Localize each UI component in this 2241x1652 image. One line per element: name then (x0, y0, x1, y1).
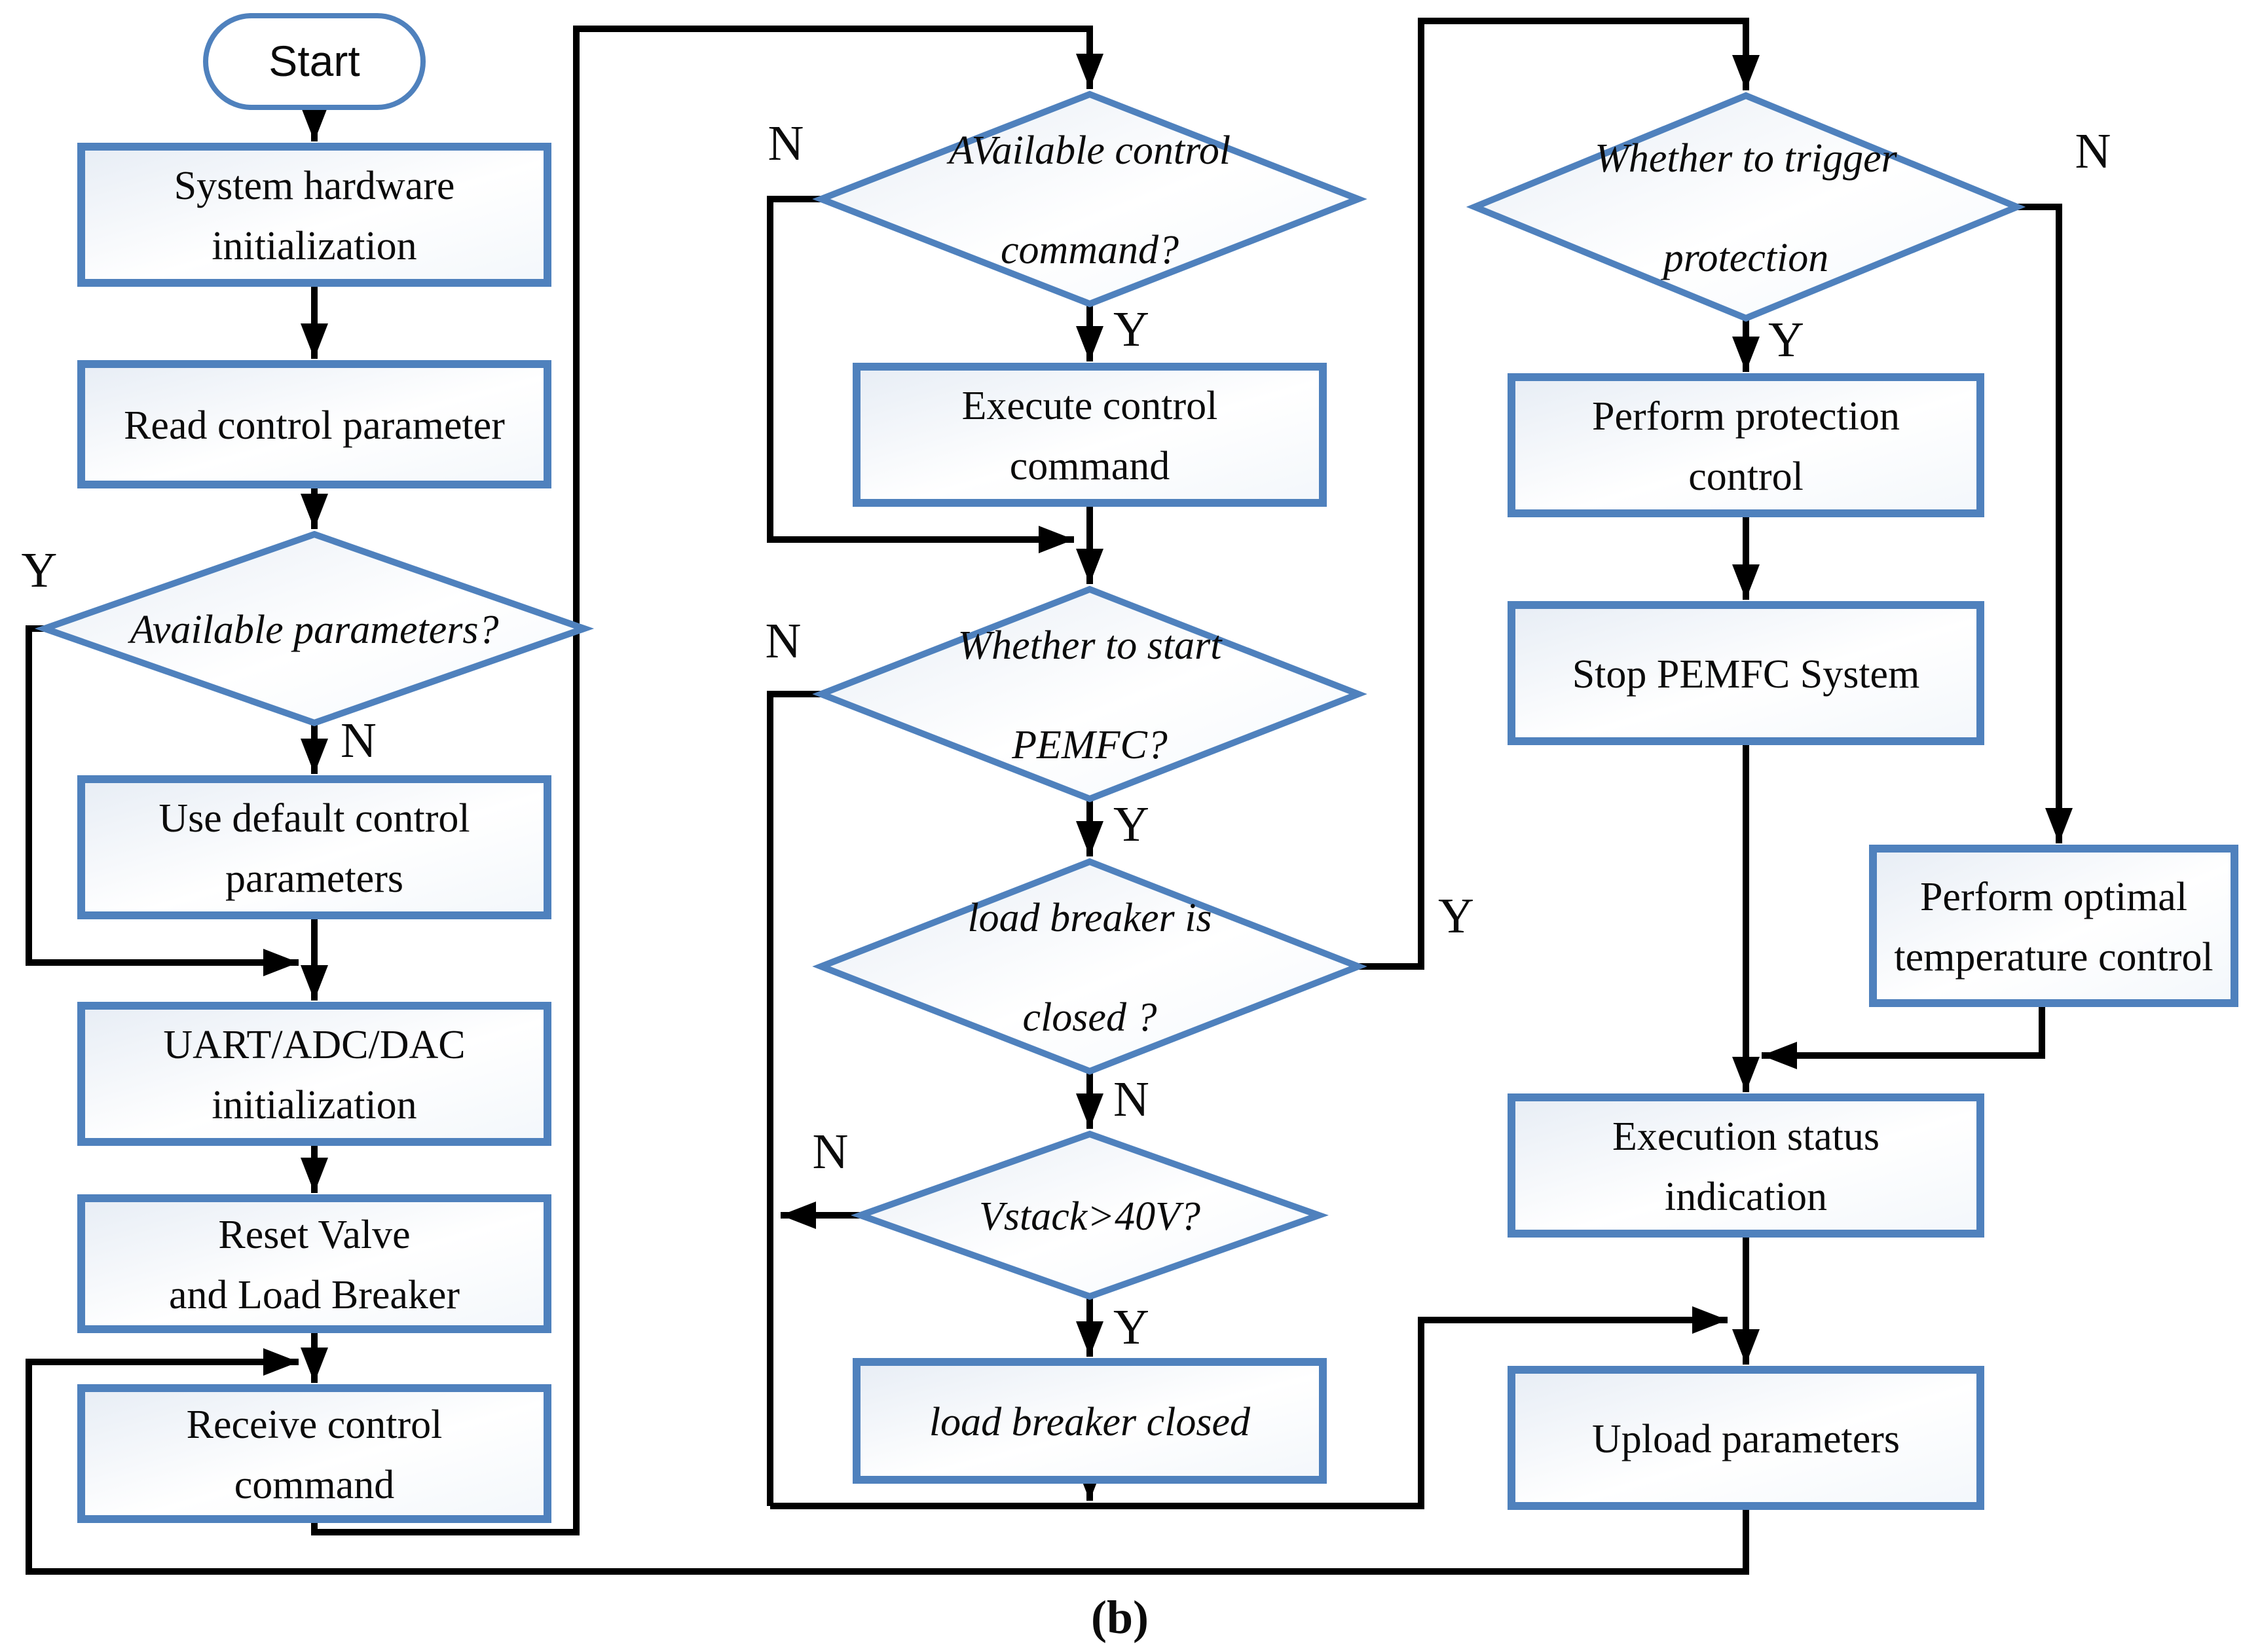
arrowhead-receive-to-availcmd (1076, 54, 1103, 89)
node-use-default-parameters (77, 775, 551, 919)
node-label-load-breaker-closed: load breaker closed (929, 1400, 1251, 1444)
node-vstack-gt-40v (851, 1130, 1329, 1300)
node-system-hw-init (77, 143, 551, 287)
branch-label-load-breaker-is-closed-y: Y (1438, 889, 1474, 944)
arrowhead-uart-to-resetvalve (301, 1158, 328, 1193)
arrowhead-optimal-to-mergeline (1762, 1042, 1797, 1069)
arrowhead-vstack-n-to-loop (781, 1202, 816, 1229)
node-upload-parameters (1508, 1366, 1984, 1510)
node-receive-control-command (77, 1384, 551, 1523)
arrowhead-breakerq-y-to-trigger (1732, 55, 1760, 90)
branch-label-whether-to-start-pemfc-n: N (766, 614, 802, 669)
node-label-upload-parameters: Upload parameters (1592, 1417, 1900, 1461)
node-label-available-parameters: Available parameters? (127, 608, 498, 652)
arrowhead-execute-to-whetherstart (1076, 549, 1103, 584)
arrowhead-availparams-y-loop (263, 949, 299, 976)
arrowhead-vstack-y-to-breakerclosed (1076, 1321, 1103, 1357)
figure-caption: (b) (1091, 1591, 1149, 1643)
branch-label-load-breaker-is-closed-n: N (1113, 1072, 1149, 1127)
node-execution-status-indication (1508, 1093, 1984, 1238)
edge-whetherstart-n-down (767, 691, 821, 1506)
node-label-start: Start (269, 37, 360, 85)
edge-breakerq-y-to-trigger (1358, 18, 1749, 970)
arrowhead-middle-merge-to-upload (1692, 1306, 1728, 1334)
branch-label-available-parameters-n: N (341, 713, 377, 768)
node-load-breaker-closed (853, 1358, 1327, 1484)
arrowhead-availparams-n-to-usedefault (301, 739, 328, 774)
arrowhead-start-to-sysinit (301, 106, 328, 141)
arrowhead-upload-loopback-to-receive (263, 1348, 299, 1376)
arrowhead-resetvalve-to-receive (301, 1348, 328, 1383)
arrowhead-trigger-y-to-protection (1732, 337, 1760, 372)
arrowhead-protection-to-stop (1732, 564, 1760, 600)
node-whether-to-start-pemfc (812, 585, 1367, 803)
node-label-stop-pemfc-system: Stop PEMFC System (1572, 652, 1920, 697)
arrowhead-sysinit-to-readparam (301, 323, 328, 359)
node-available-control-command (812, 90, 1367, 308)
edge-receive-to-availcmd (311, 26, 1093, 1535)
node-execute-control-command (853, 363, 1327, 507)
node-perform-protection-control (1508, 373, 1984, 517)
node-available-parameters (34, 530, 595, 727)
node-start (203, 13, 426, 110)
arrowhead-trigger-n-to-optimal (2045, 808, 2073, 843)
edge-middle-merge-to-upload (770, 1317, 1728, 1509)
arrowhead-execstatus-to-upload (1732, 1329, 1760, 1365)
branch-label-whether-to-trigger-protection-y: Y (1768, 312, 1804, 367)
arrowhead-availcmd-n-loop (1039, 526, 1074, 553)
node-label-vstack-gt-40v: Vstack>40V? (979, 1194, 1200, 1239)
node-label-read-control-parameter: Read control parameter (124, 403, 505, 448)
node-load-breaker-is-closed (812, 858, 1367, 1075)
branch-label-vstack-gt-40v-y: Y (1113, 1300, 1149, 1355)
branch-label-whether-to-start-pemfc-y: Y (1113, 797, 1149, 852)
node-read-control-parameter (77, 360, 551, 488)
edge-availcmd-n-loop (767, 196, 1074, 543)
arrowhead-usedefault-to-uart (301, 965, 328, 1000)
branch-label-vstack-gt-40v-n: N (813, 1124, 849, 1179)
branch-label-whether-to-trigger-protection-n: N (2075, 124, 2111, 179)
node-reset-valve-load-breaker (77, 1194, 551, 1333)
branch-label-available-parameters-y: Y (22, 543, 58, 598)
edge-optimal-to-mergeline (1762, 1003, 2045, 1059)
node-perform-optimal-temp-control (1869, 845, 2238, 1007)
node-whether-to-trigger-protection (1466, 92, 2026, 322)
edge-upload-loopback-to-receive (26, 1359, 1749, 1575)
branch-label-available-control-command-n: N (768, 116, 804, 171)
branch-label-available-control-command-y: Y (1113, 302, 1149, 357)
arrowhead-breakerq-n-to-vstack (1076, 1093, 1103, 1129)
arrowhead-availcmd-y-to-execute (1076, 326, 1103, 361)
arrowhead-stop-to-execstatus (1732, 1057, 1760, 1092)
arrowhead-whetherstart-y-to-breakerq (1076, 821, 1103, 856)
edge-trigger-n-to-optimal (2017, 204, 2062, 843)
arrowhead-readparam-to-availparams (301, 494, 328, 529)
node-stop-pemfc-system (1508, 601, 1984, 745)
node-uart-adc-dac-init (77, 1002, 551, 1146)
